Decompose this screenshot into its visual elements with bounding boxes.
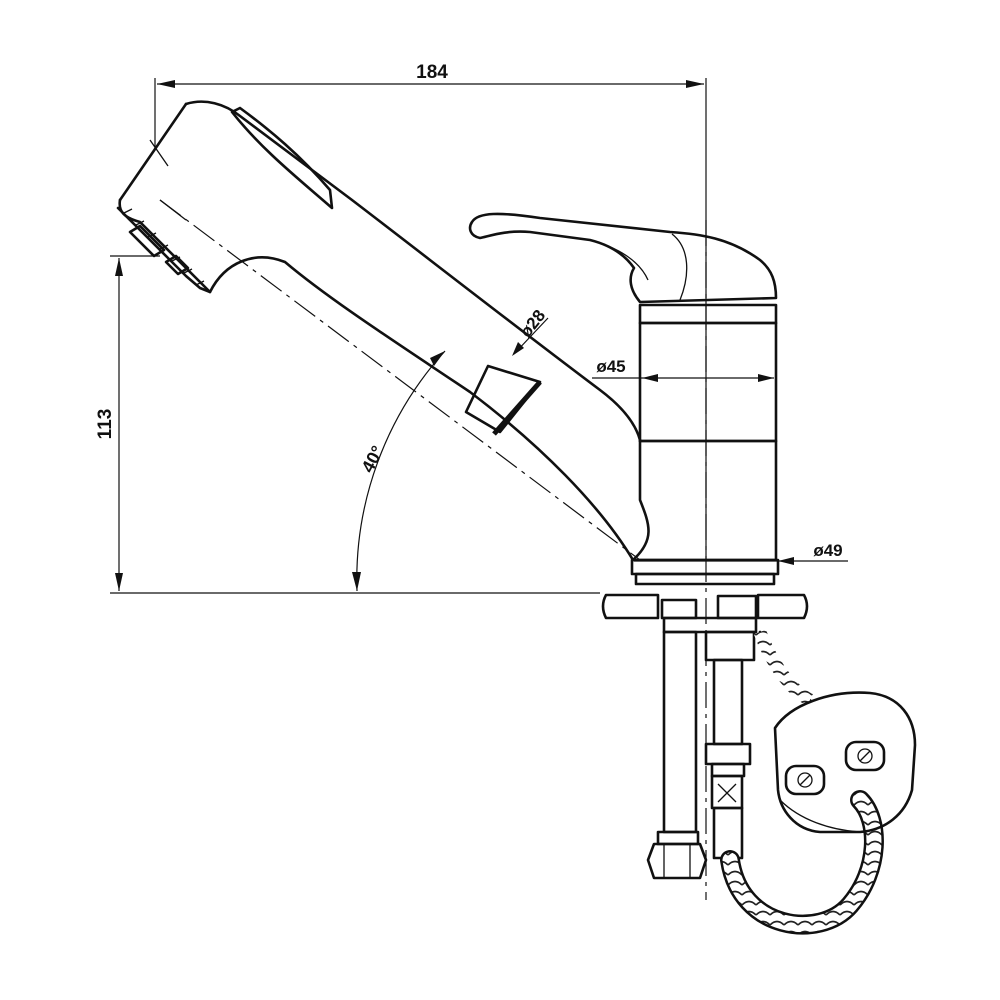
dimension-base-diameter: ø49: [634, 541, 848, 565]
pull-out-spout: [116, 100, 650, 562]
dimension-spout-angle: 40°: [352, 350, 446, 592]
hose-counterweight: [773, 691, 917, 834]
height-label: 113: [95, 409, 116, 440]
faucet-base: [630, 558, 780, 586]
dimension-body-diameter: ø45: [592, 357, 774, 382]
supply-hoses: [646, 629, 884, 935]
body-diameter-label: ø45: [596, 357, 625, 376]
mixer-lever-handle: [468, 212, 778, 304]
dimension-height: 113: [95, 255, 600, 594]
spout-diameter-label: ø28: [516, 306, 549, 341]
dimension-overall-length: 184: [154, 62, 707, 560]
length-label: 184: [416, 62, 448, 83]
countertop-section: [601, 593, 809, 634]
base-diameter-label: ø49: [813, 541, 842, 560]
